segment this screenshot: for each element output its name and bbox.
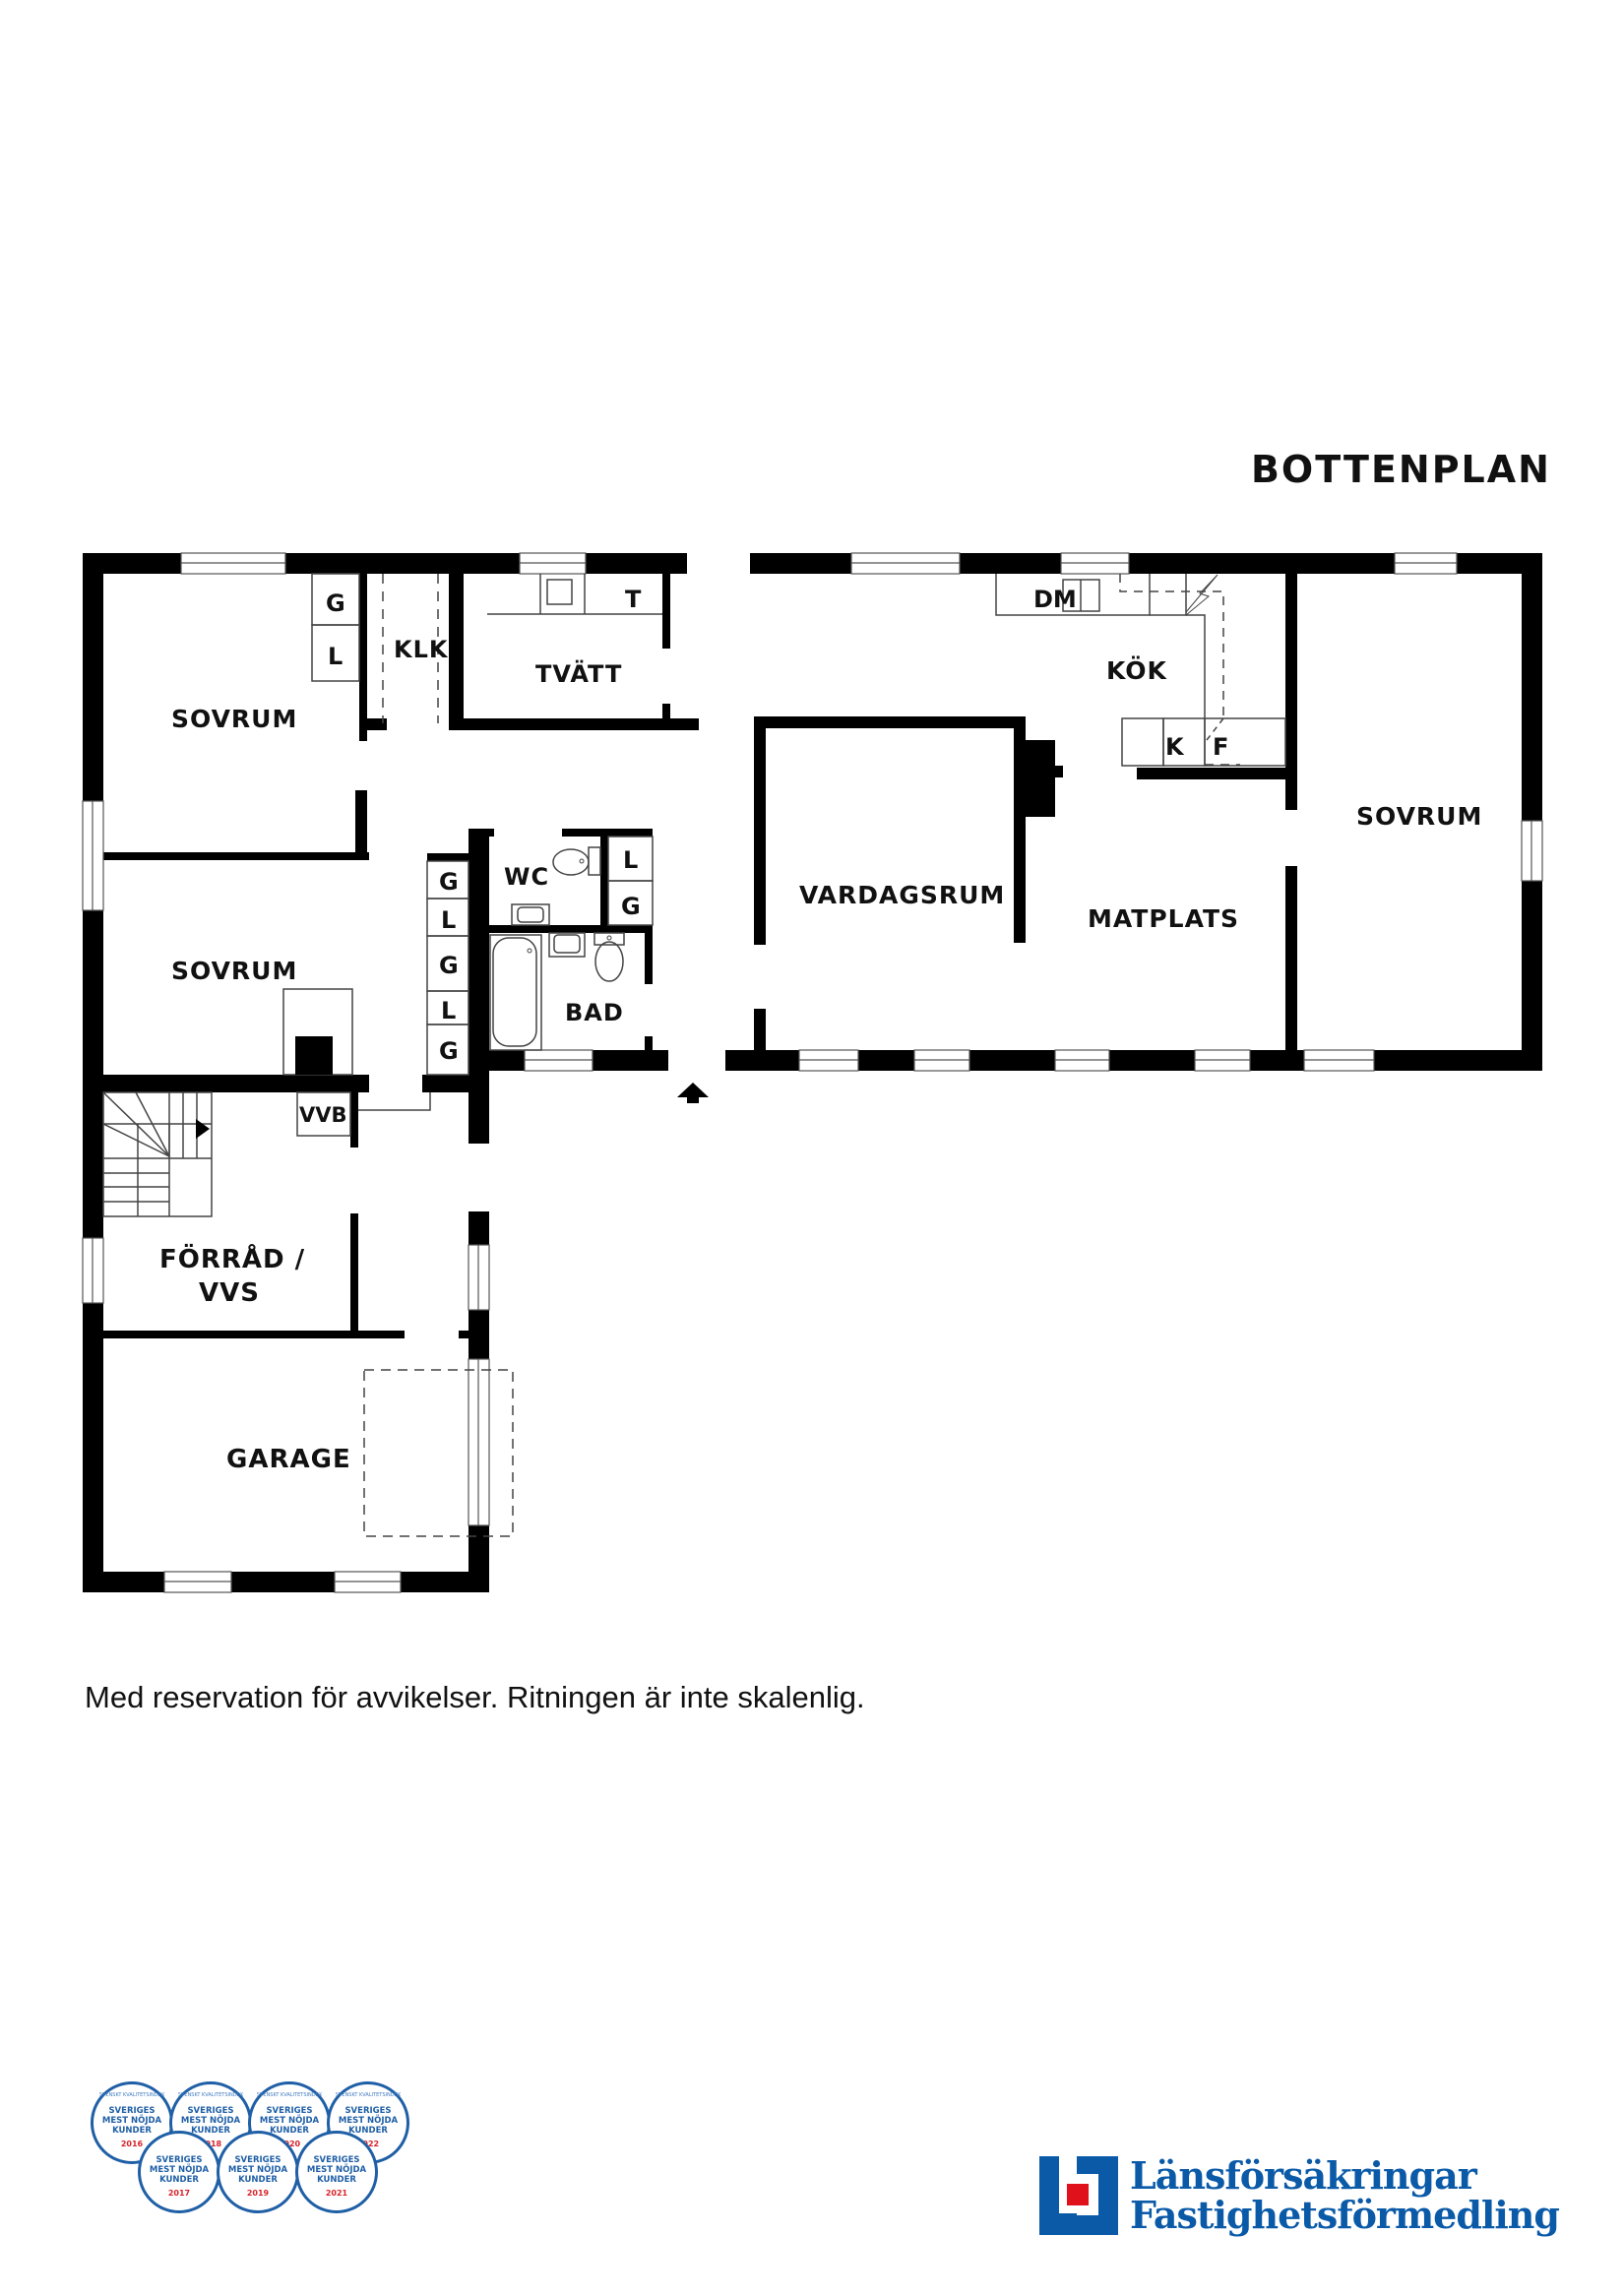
fixture-marks xyxy=(196,858,709,1139)
room-label-vvs: VVS xyxy=(199,1278,260,1308)
brand-name-line2: Fastighetsförmedling xyxy=(1130,2193,1560,2237)
stair-direction-arrow-icon xyxy=(196,1119,210,1139)
award-badge-2017: SVERIGES MEST NÖJDA KUNDER 2017 xyxy=(138,2131,220,2213)
disclaimer-text: Med reservation för avvikelser. Ritninge… xyxy=(85,1680,865,1714)
linen-closet-label: L xyxy=(328,643,343,670)
floor-title: BOTTENPLAN xyxy=(1250,448,1551,491)
room-label-wc: WC xyxy=(504,863,549,891)
windows xyxy=(82,552,1543,1593)
brand-mark-icon xyxy=(1039,2156,1118,2235)
brand-name-line1: Länsförsäkringar xyxy=(1130,2153,1477,2198)
room-label-forrad: FÖRRÅD / xyxy=(159,1242,305,1274)
fridge-label: K xyxy=(1165,733,1185,761)
room-label-garage: GARAGE xyxy=(226,1445,351,1474)
entrance-arrow-icon xyxy=(677,1083,709,1103)
room-label-sovrum-mid-left: SOVRUM xyxy=(171,957,297,985)
award-badge-2019: SVERIGES MEST NÖJDA KUNDER 2019 xyxy=(217,2131,299,2213)
walls xyxy=(83,553,1542,1592)
wardrobe-label: G xyxy=(326,590,345,617)
closet-l-2: L xyxy=(441,997,456,1024)
closet-g-2: G xyxy=(439,952,459,979)
room-label-sovrum-right: SOVRUM xyxy=(1356,802,1482,831)
room-label-kok: KÖK xyxy=(1106,655,1168,685)
room-label-bad: BAD xyxy=(565,999,624,1026)
brand-logo: Länsförsäkringar Fastighetsförmedling xyxy=(1039,2151,1560,2240)
room-label-tvatt: TVÄTT xyxy=(535,659,622,688)
room-label-vardagsrum: VARDAGSRUM xyxy=(799,881,1005,909)
wc-closet-l: L xyxy=(623,846,638,874)
closet-g-3: G xyxy=(439,1037,459,1065)
room-label-sovrum-top-left: SOVRUM xyxy=(171,705,297,733)
award-badge-2021: SVERIGES MEST NÖJDA KUNDER 2021 xyxy=(295,2131,378,2213)
closet-l-1: L xyxy=(441,906,456,934)
tumbler-label: T xyxy=(625,586,642,613)
freezer-label: F xyxy=(1213,733,1228,761)
wc-closet-g: G xyxy=(621,893,641,920)
water-heater-label: VVB xyxy=(299,1103,347,1127)
award-badges: SVENSKT KVALITETSINDEX SVERIGES MEST NÖJ… xyxy=(91,2081,435,2219)
award-badge-2016: SVENSKT KVALITETSINDEX SVERIGES MEST NÖJ… xyxy=(91,2081,173,2164)
fixtures xyxy=(102,573,1286,1537)
room-label-matplats: MATPLATS xyxy=(1088,904,1239,933)
closet-g-1: G xyxy=(439,868,459,896)
room-label-klk: KLK xyxy=(394,636,449,663)
dishwasher-label: DM xyxy=(1033,586,1077,613)
brand-name: Länsförsäkringar Fastighetsförmedling xyxy=(1130,2153,1560,2237)
